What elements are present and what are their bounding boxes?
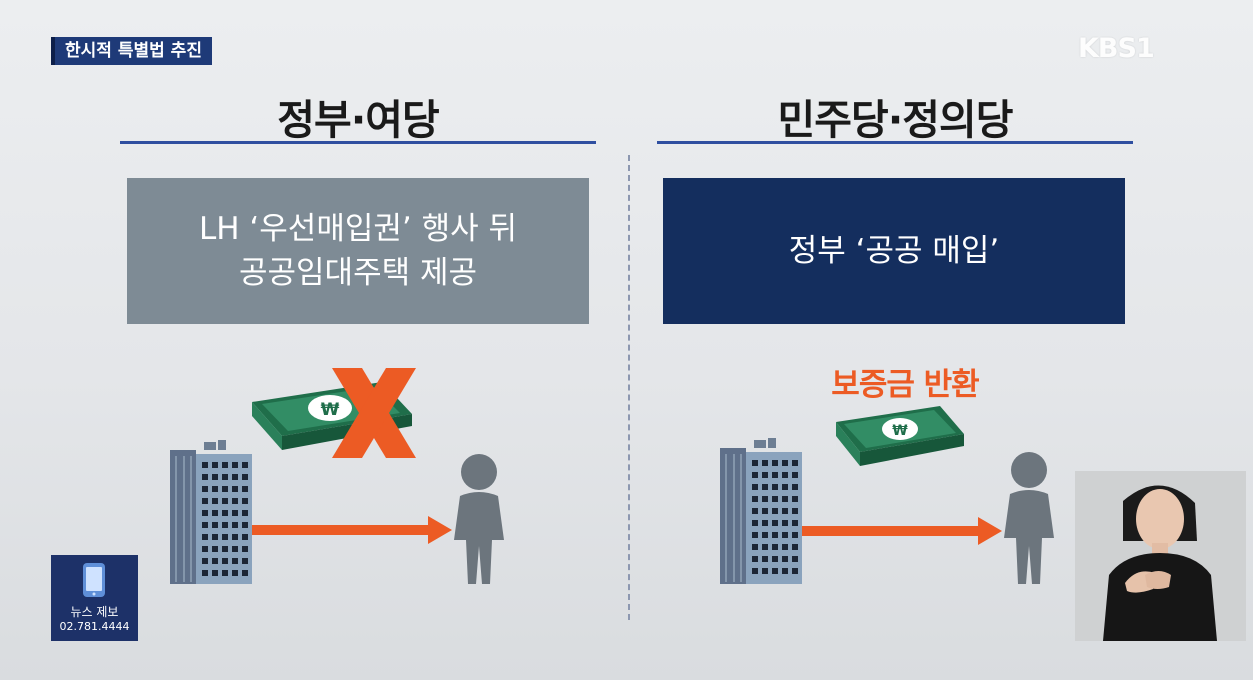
right-title-rule xyxy=(657,141,1133,144)
arrow-icon xyxy=(802,517,1002,545)
svg-text:₩: ₩ xyxy=(892,423,908,439)
interpreter-image xyxy=(1075,471,1246,641)
arrow-icon xyxy=(252,516,452,544)
person-icon xyxy=(454,454,504,584)
left-illustration: ₩ xyxy=(170,368,504,584)
sign-language-interpreter xyxy=(1075,471,1246,641)
left-policy-box: LH ‘우선매입권’ 행사 뒤 공공임대주택 제공 xyxy=(127,178,589,324)
left-policy-line-1: LH ‘우선매입권’ 행사 뒤 xyxy=(198,211,517,247)
building-icon xyxy=(720,438,802,584)
right-policy-line-1: 정부 ‘공공 매입’ xyxy=(788,233,1000,269)
person-icon xyxy=(1004,452,1054,584)
news-tip-label: 뉴스 제보 xyxy=(70,605,119,619)
news-tip-box: 뉴스 제보 02.781.4444 xyxy=(51,555,138,641)
phone-icon xyxy=(83,563,105,597)
left-title: 정부·여당 xyxy=(277,96,439,144)
left-policy-line-2: 공공임대주택 제공 xyxy=(238,255,477,291)
building-icon xyxy=(170,440,252,584)
cross-mark-icon xyxy=(332,368,416,458)
money-bundle-icon: ₩ xyxy=(836,406,964,466)
right-illustration: ₩ xyxy=(720,406,1054,584)
right-policy-box: 정부 ‘공공 매입’ xyxy=(663,178,1125,324)
svg-text:₩: ₩ xyxy=(321,400,340,420)
news-tip-phone: 02.781.4444 xyxy=(59,620,130,633)
left-title-rule xyxy=(120,141,596,144)
topic-caption: 한시적 특별법 추진 xyxy=(51,37,212,65)
right-title: 민주당·정의당 xyxy=(777,96,1014,144)
column-divider xyxy=(628,155,630,620)
channel-logo: KBS1 xyxy=(1078,33,1155,64)
deposit-refund-label: 보증금 반환 xyxy=(831,367,979,403)
